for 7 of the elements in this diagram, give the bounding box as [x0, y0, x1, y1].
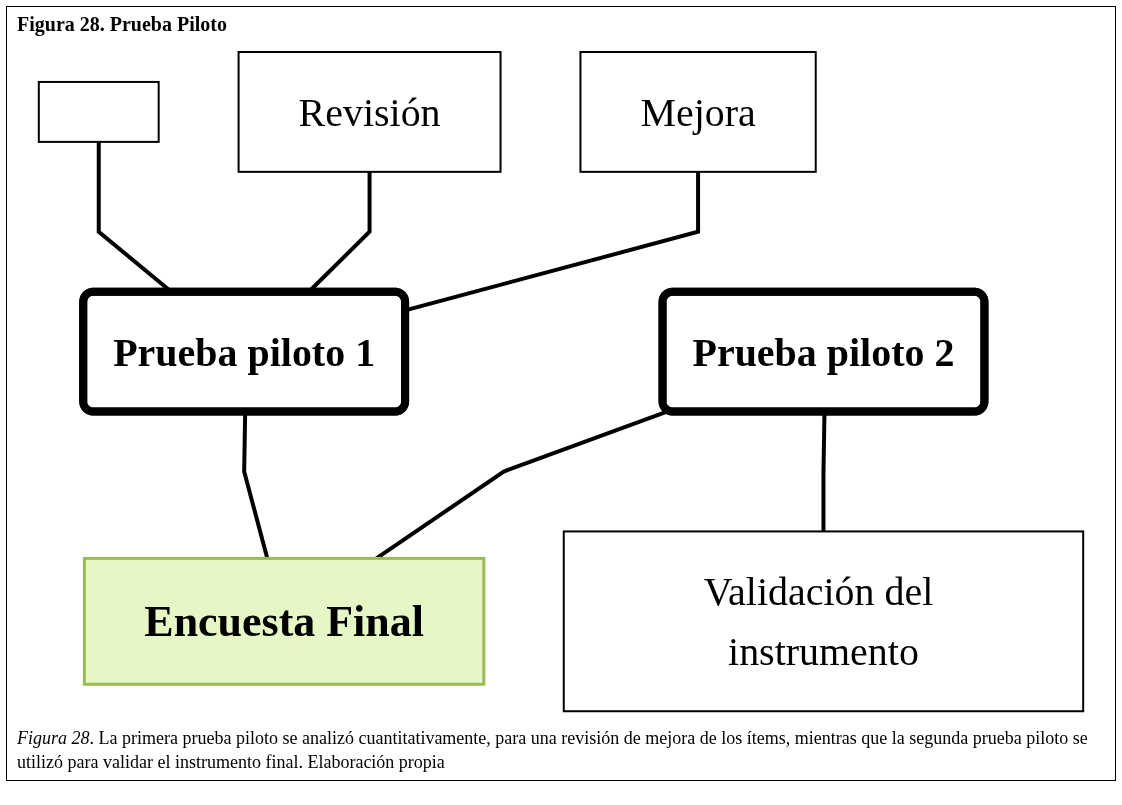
figure-title: Figura 28. Prueba Piloto: [17, 13, 228, 36]
figure-caption: Figura 28. La primera prueba piloto se analizó cuantitativamente, para una revisión de mejora de los ítems, mientras que la segunda prueba piloto se utilizó para validar el instrumento final. Elaboración propia: [17, 727, 1089, 774]
node-box: [37, 80, 160, 143]
node-box: Encuesta Final: [82, 556, 486, 686]
node-box: Mejora: [579, 51, 817, 173]
node-box: Validación del instrumento: [562, 530, 1085, 713]
node-box: Revisión: [237, 51, 502, 173]
